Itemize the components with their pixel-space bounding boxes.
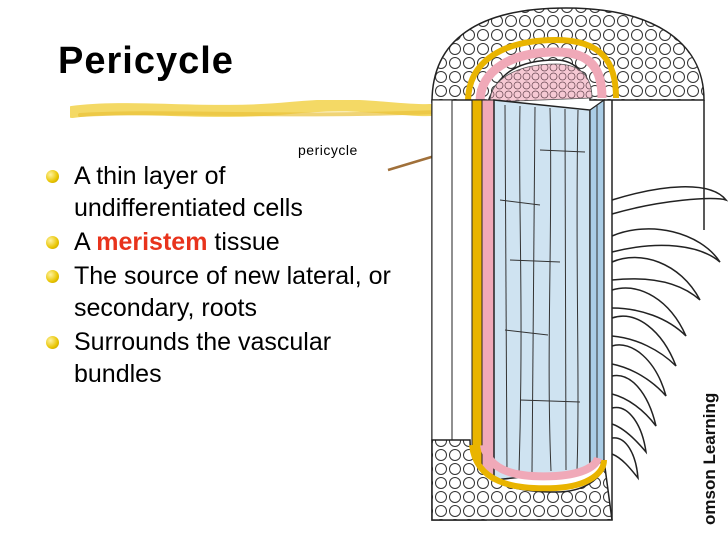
bullet-text: A thin layer of undifferentiated cells [74,162,303,222]
publisher-credit: omson Learning [700,392,719,525]
pericycle-callout-label: pericycle [298,142,358,158]
bullet-icon [46,336,59,349]
title-underline-brushstroke [70,100,450,118]
bullet-text: The source of new lateral, or secondary,… [74,262,391,322]
pericycle-strip [481,99,495,481]
bullet-text: Surrounds the vascular bundles [74,328,332,388]
bullet-item: The source of new lateral, or secondary,… [40,260,400,324]
endodermis-strip [471,99,483,481]
bottom-pericycle-band [480,444,602,481]
bullet-item: Surrounds the vascular bundles [40,326,400,390]
bullet-item: A thin layer of undifferentiated cells [40,160,400,224]
bullet-item: A meristem tissue [40,226,400,258]
top-endodermis-band [465,36,619,103]
bullet-icon [46,236,59,249]
bullet-list: A thin layer of undifferentiated cells A… [40,160,400,392]
bottom-endodermis-band [469,444,607,492]
top-pericycle-band [475,47,607,103]
top-vascular-cells [489,63,593,103]
vascular-cylinder [493,99,591,481]
root-hairs [611,186,728,481]
bullet-text-prefix: A [74,228,97,256]
xylem-vessel-lines [499,104,586,476]
bullet-icon [46,270,59,283]
bullet-icon [46,170,59,183]
bullet-text-suffix: tissue [207,228,280,256]
slide-title: Pericycle [58,40,234,82]
meristem-highlight: meristem [96,228,208,256]
